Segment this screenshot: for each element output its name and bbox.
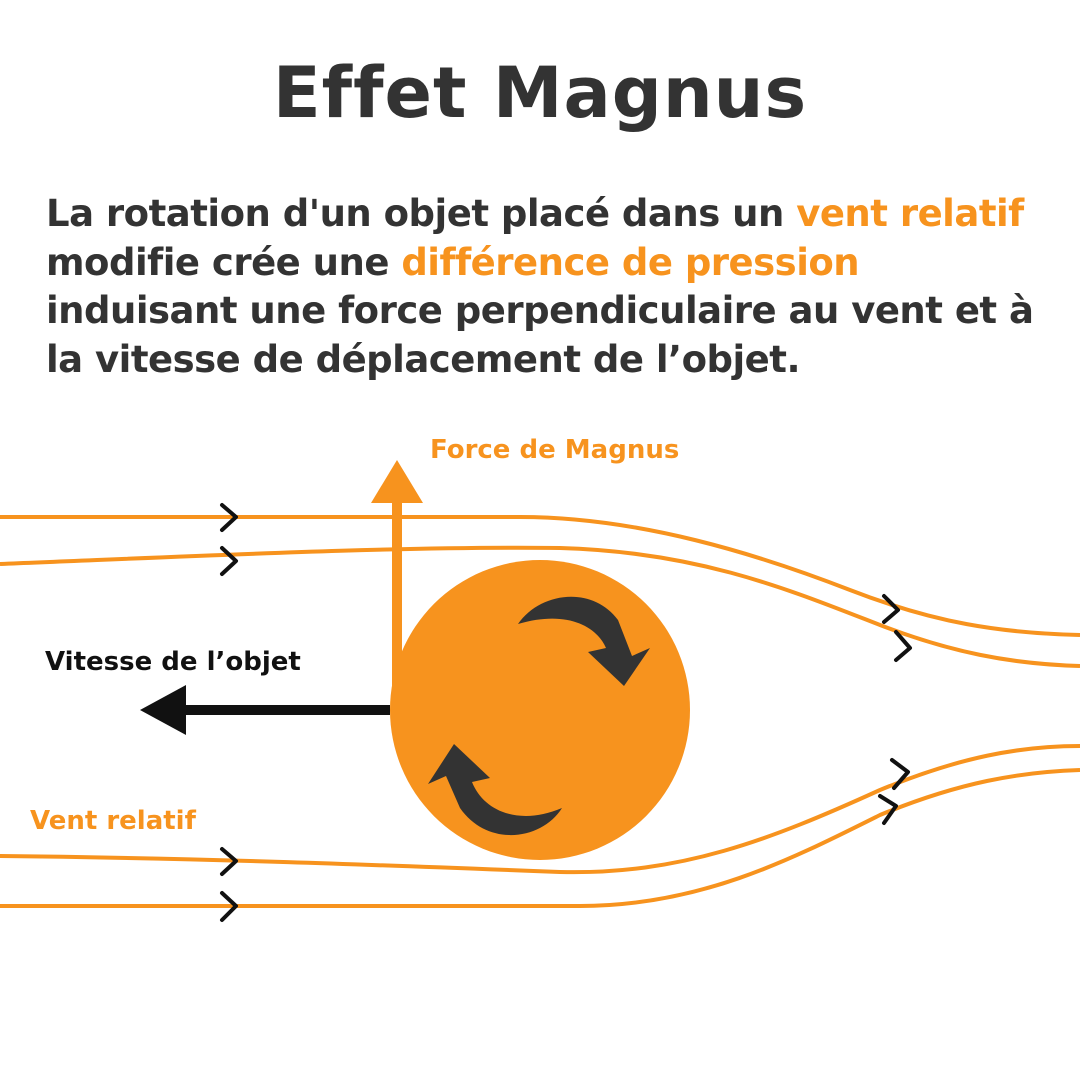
description-text: La rotation d'un objet placé dans un ven… <box>46 190 1056 384</box>
description-part-1: La rotation d'un objet placé dans un <box>46 192 797 235</box>
description-part-3: induisant une force perpendiculaire au v… <box>46 289 1034 381</box>
velocity-arrow <box>140 685 390 735</box>
streamline-top-2 <box>0 545 1080 668</box>
chevron-icon <box>890 758 910 790</box>
streamline-top-1 <box>0 515 1080 637</box>
chevron-icon <box>220 847 238 876</box>
force-label: Force de Magnus <box>430 435 679 465</box>
chevron-icon <box>220 891 238 922</box>
velocity-arrow-shaft <box>178 705 390 715</box>
force-arrow-head <box>371 460 423 503</box>
top-streamlines <box>0 515 1080 668</box>
page-title: Effet Magnus <box>272 52 808 134</box>
streamline-bottom-2 <box>0 768 1080 908</box>
chevron-icon <box>882 594 900 624</box>
chevron-icon <box>220 546 238 576</box>
chevron-icon <box>894 630 912 662</box>
velocity-label: Vitesse de l’objet <box>45 647 301 677</box>
rotation-arrow-top-icon <box>518 596 650 686</box>
highlight-difference-pression: différence de pression <box>401 240 860 284</box>
wind-label: Vent relatif <box>30 806 197 836</box>
magnus-force-arrow <box>371 460 423 702</box>
rotation-arrow-bottom-icon <box>428 744 562 836</box>
force-arrow-shaft <box>392 498 402 702</box>
chevron-icon <box>220 503 238 532</box>
flow-direction-chevrons <box>220 503 912 922</box>
highlight-vent-relatif: vent relatif <box>796 192 1024 235</box>
velocity-arrow-head <box>140 685 186 735</box>
rotation-arrows <box>428 596 650 836</box>
chevron-icon <box>878 794 898 825</box>
description-part-2: modifie crée une <box>46 240 402 284</box>
